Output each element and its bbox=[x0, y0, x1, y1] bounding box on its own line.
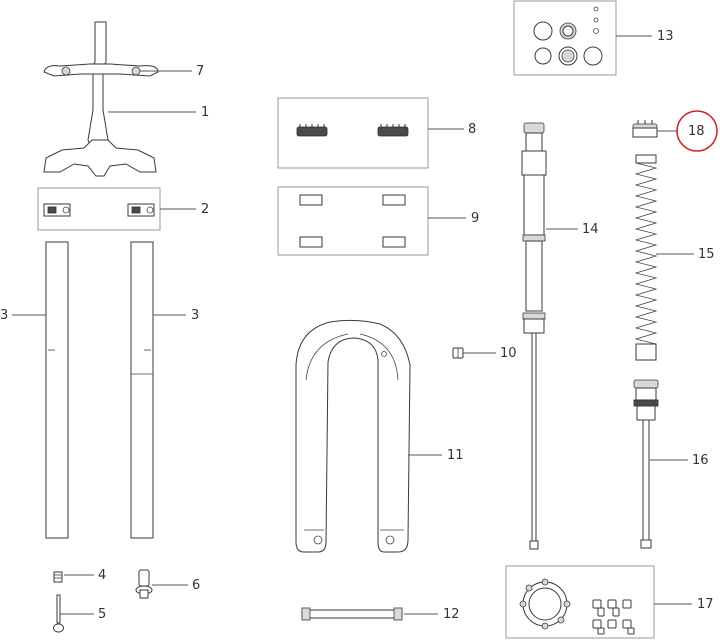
callout-12: 12 bbox=[443, 607, 460, 622]
callout-2: 2 bbox=[201, 202, 209, 217]
callout-3-left: 3 bbox=[0, 308, 8, 323]
part-7-crown-bolts[interactable]: 7 bbox=[43, 63, 204, 79]
part-6-fitting[interactable]: 6 bbox=[135, 569, 200, 599]
part-2-clamp-kit[interactable]: 2 bbox=[37, 187, 209, 231]
part-1-crown-steerer[interactable]: 1 bbox=[43, 21, 209, 177]
part-8-bushing-kit[interactable]: 8 bbox=[277, 97, 476, 169]
part-18-top-cap[interactable]: 18 bbox=[632, 110, 718, 152]
callout-13: 13 bbox=[657, 29, 674, 44]
callout-9: 9 bbox=[471, 211, 479, 226]
callout-11: 11 bbox=[447, 448, 464, 463]
hardware-bolts bbox=[592, 599, 635, 635]
part-4-valve[interactable]: 4 bbox=[53, 568, 106, 583]
part-3-stanchion-right[interactable]: 3 bbox=[130, 241, 199, 539]
callout-3-right: 3 bbox=[191, 308, 199, 323]
part-12-thru-axle[interactable]: 12 bbox=[301, 607, 460, 622]
callout-6: 6 bbox=[192, 578, 200, 593]
part-10-bolt[interactable]: 10 bbox=[452, 346, 517, 361]
callout-10: 10 bbox=[500, 346, 517, 361]
callout-4: 4 bbox=[98, 568, 106, 583]
part-13-seal-kit[interactable]: 13 bbox=[513, 0, 674, 76]
part-15-coil-spring[interactable]: 15 bbox=[634, 154, 715, 361]
callout-7: 7 bbox=[196, 64, 204, 79]
callout-1: 1 bbox=[201, 105, 209, 120]
part-11-lower-legs[interactable]: 11 bbox=[295, 319, 464, 553]
callout-16: 16 bbox=[692, 453, 709, 468]
callout-15: 15 bbox=[698, 247, 715, 262]
part-14-damper[interactable]: 14 bbox=[521, 122, 599, 550]
part-17-hardware-kit[interactable]: 17 bbox=[505, 565, 714, 639]
part-5-pin[interactable]: 5 bbox=[53, 594, 107, 633]
callout-18: 18 bbox=[688, 124, 705, 139]
part-16-spring-rod[interactable]: 16 bbox=[633, 379, 709, 549]
callout-14: 14 bbox=[582, 222, 599, 237]
part-3-stanchion-left[interactable]: 3 bbox=[0, 241, 69, 539]
callout-17: 17 bbox=[697, 597, 714, 612]
highlight-circle-18 bbox=[676, 110, 718, 152]
callout-5: 5 bbox=[98, 607, 106, 622]
callout-8: 8 bbox=[468, 122, 476, 137]
part-9-foam-rings[interactable]: 9 bbox=[277, 186, 479, 256]
